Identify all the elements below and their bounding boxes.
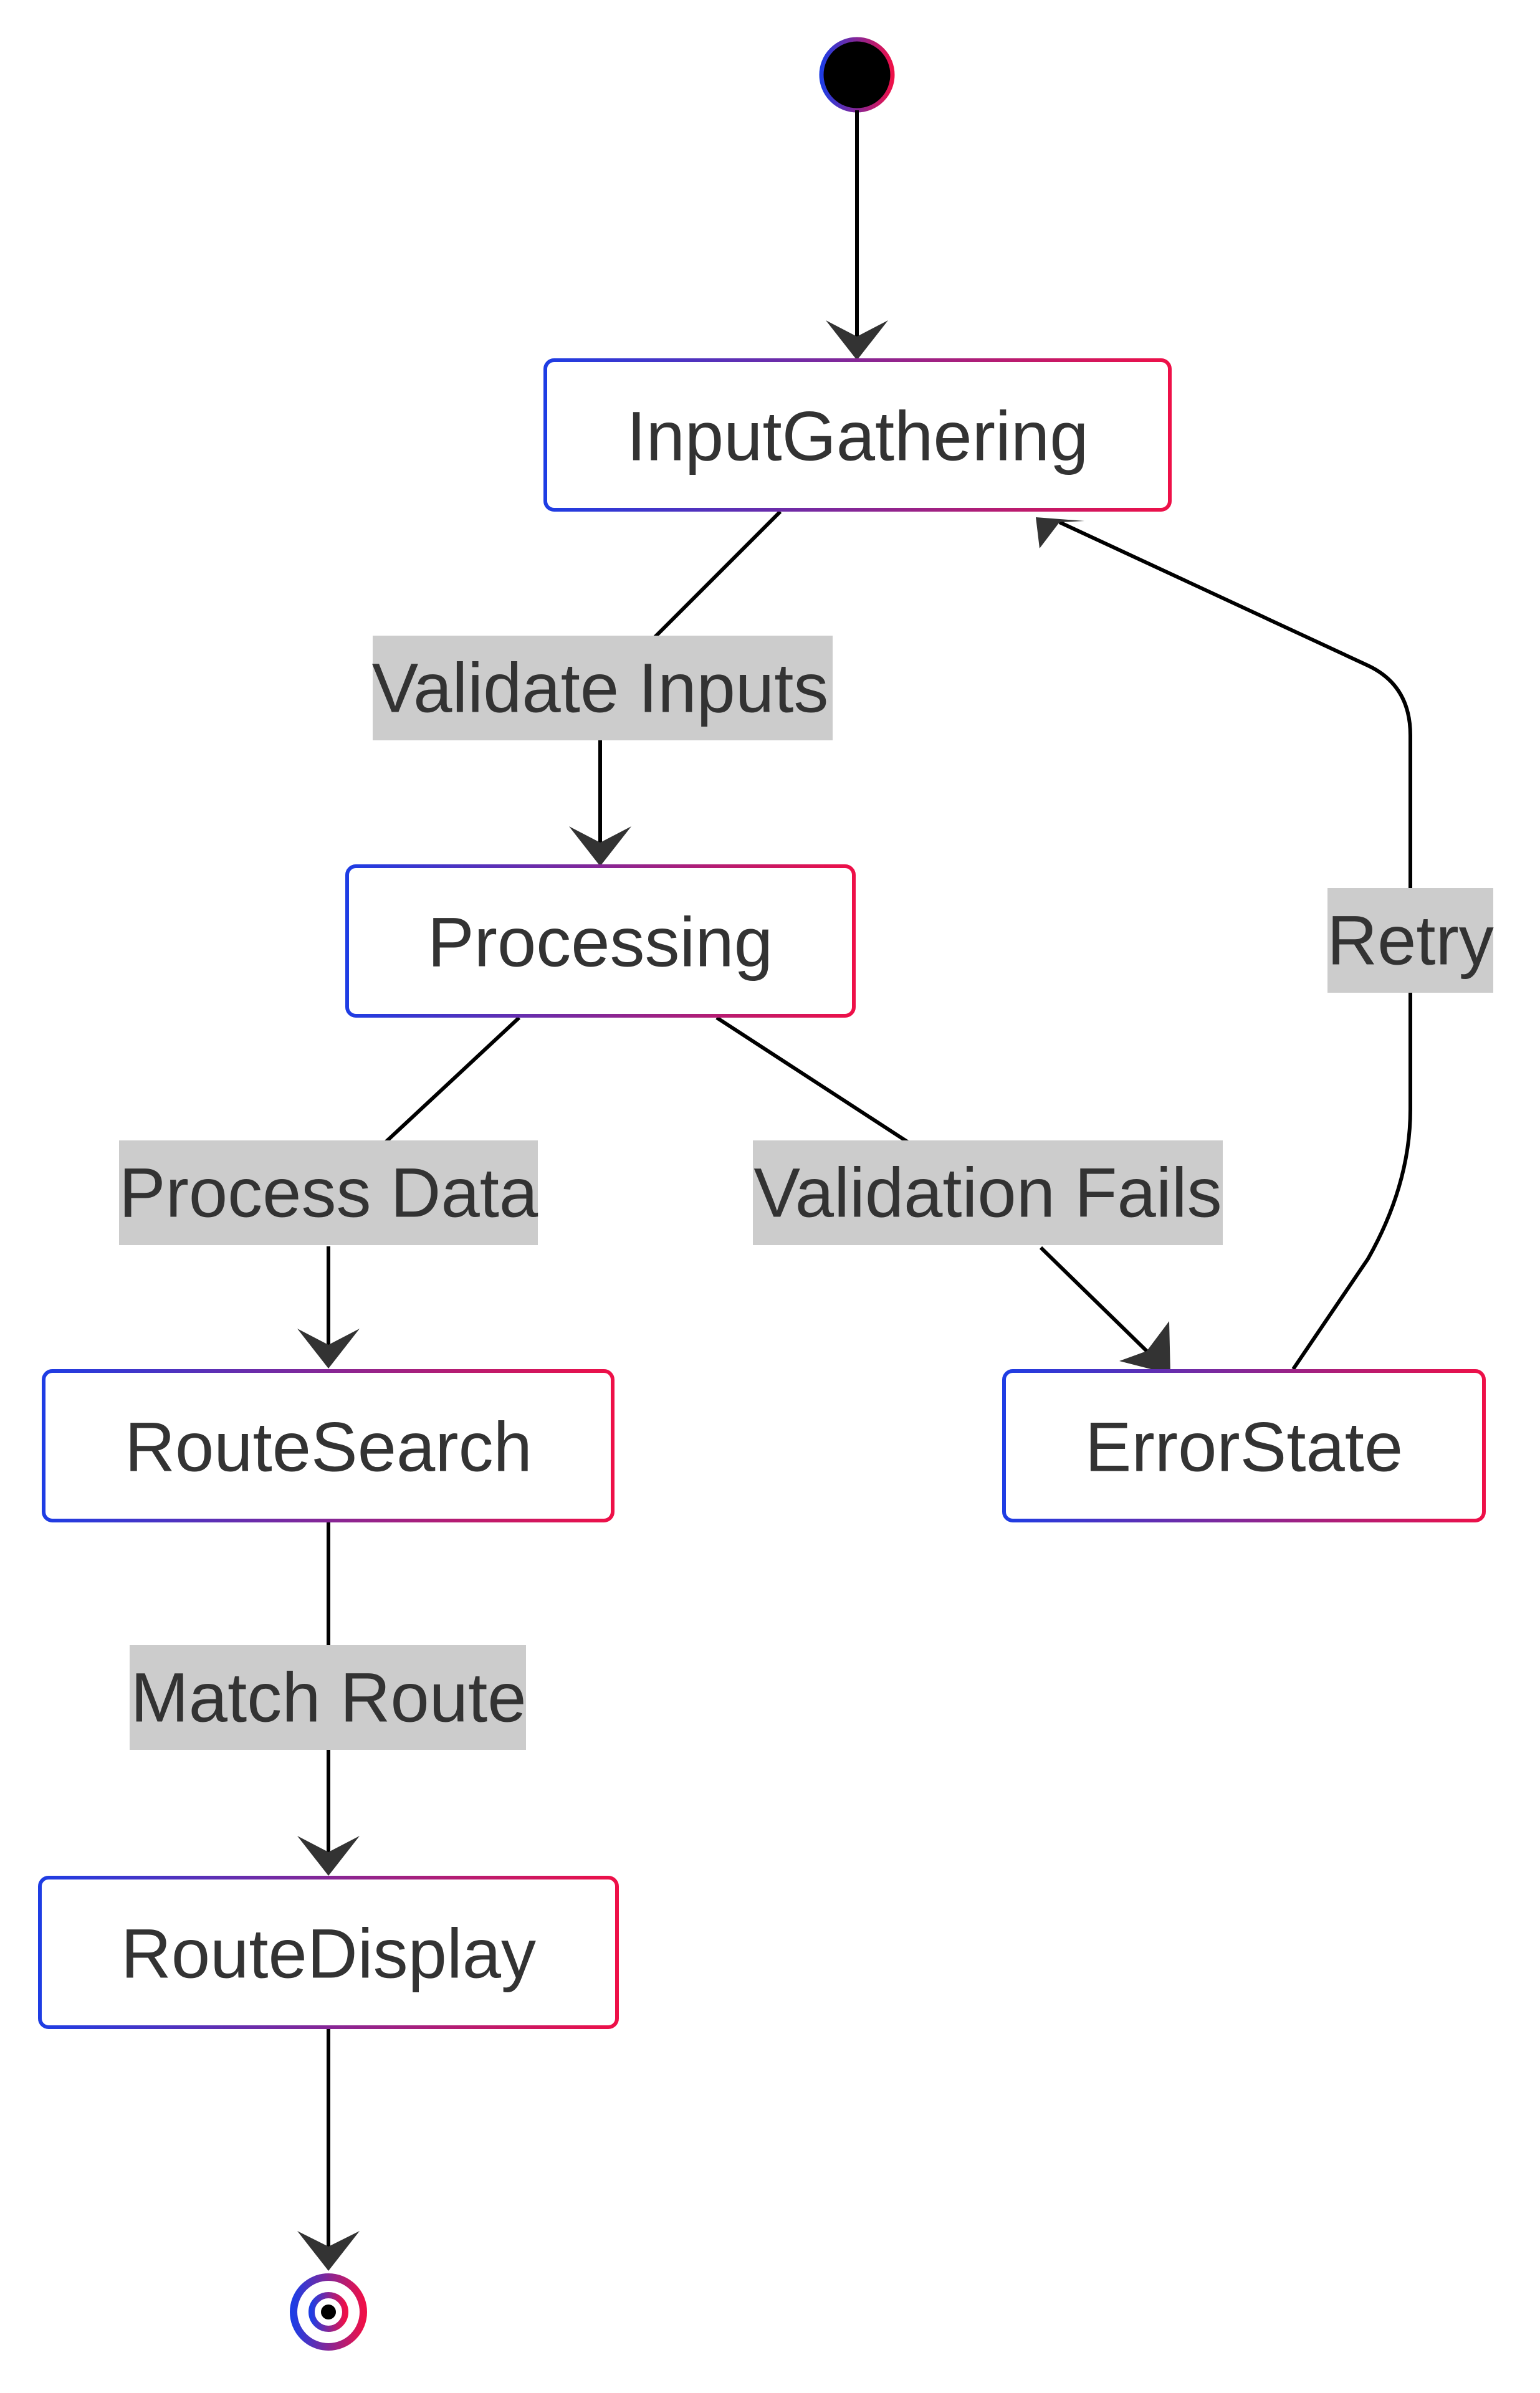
state-processing: Processing	[345, 864, 856, 1018]
edge-start-to-input-gathering	[826, 110, 888, 360]
svg-text:Processing: Processing	[428, 904, 773, 982]
edge-match-route	[297, 1521, 360, 1876]
arrowhead	[297, 1836, 360, 1876]
end-node	[290, 2273, 367, 2351]
svg-text:Validate Inputs: Validate Inputs	[372, 649, 829, 727]
svg-text:InputGathering: InputGathering	[627, 398, 1089, 475]
svg-text:Validation Fails: Validation Fails	[753, 1154, 1222, 1232]
arrowhead	[1119, 1321, 1170, 1374]
edge-to-end	[297, 2028, 360, 2271]
arrowhead	[297, 2231, 360, 2271]
transition-label-retry: Retry	[1327, 888, 1494, 993]
arrowhead	[826, 320, 888, 360]
svg-text:Retry: Retry	[1327, 902, 1494, 980]
svg-text:RouteDisplay: RouteDisplay	[121, 1915, 536, 1993]
svg-text:RouteSearch: RouteSearch	[125, 1408, 532, 1486]
svg-text:ErrorState: ErrorState	[1085, 1408, 1403, 1486]
edge-retry	[1036, 517, 1412, 1370]
transition-label-process-data: Process Data	[119, 1140, 538, 1245]
edge-validate-inputs	[569, 510, 782, 866]
transition-label-match-route: Match Route	[130, 1645, 526, 1750]
svg-text:Match Route: Match Route	[131, 1659, 527, 1737]
state-route-search: RouteSearch	[42, 1369, 615, 1522]
state-input-gathering: InputGathering	[543, 358, 1172, 512]
start-node	[819, 37, 895, 113]
edge-validation-fails	[715, 1016, 1170, 1374]
transition-label-validation-fails: Validation Fails	[753, 1140, 1223, 1245]
transition-label-validate-inputs: Validate Inputs	[372, 636, 833, 740]
arrowhead	[1036, 517, 1084, 548]
svg-text:Process Data: Process Data	[119, 1154, 538, 1232]
state-route-display: RouteDisplay	[38, 1876, 619, 2029]
arrowhead	[569, 826, 631, 866]
edge-process-data	[297, 1016, 521, 1368]
state-error-state: ErrorState	[1002, 1369, 1486, 1522]
arrowhead	[297, 1329, 360, 1368]
